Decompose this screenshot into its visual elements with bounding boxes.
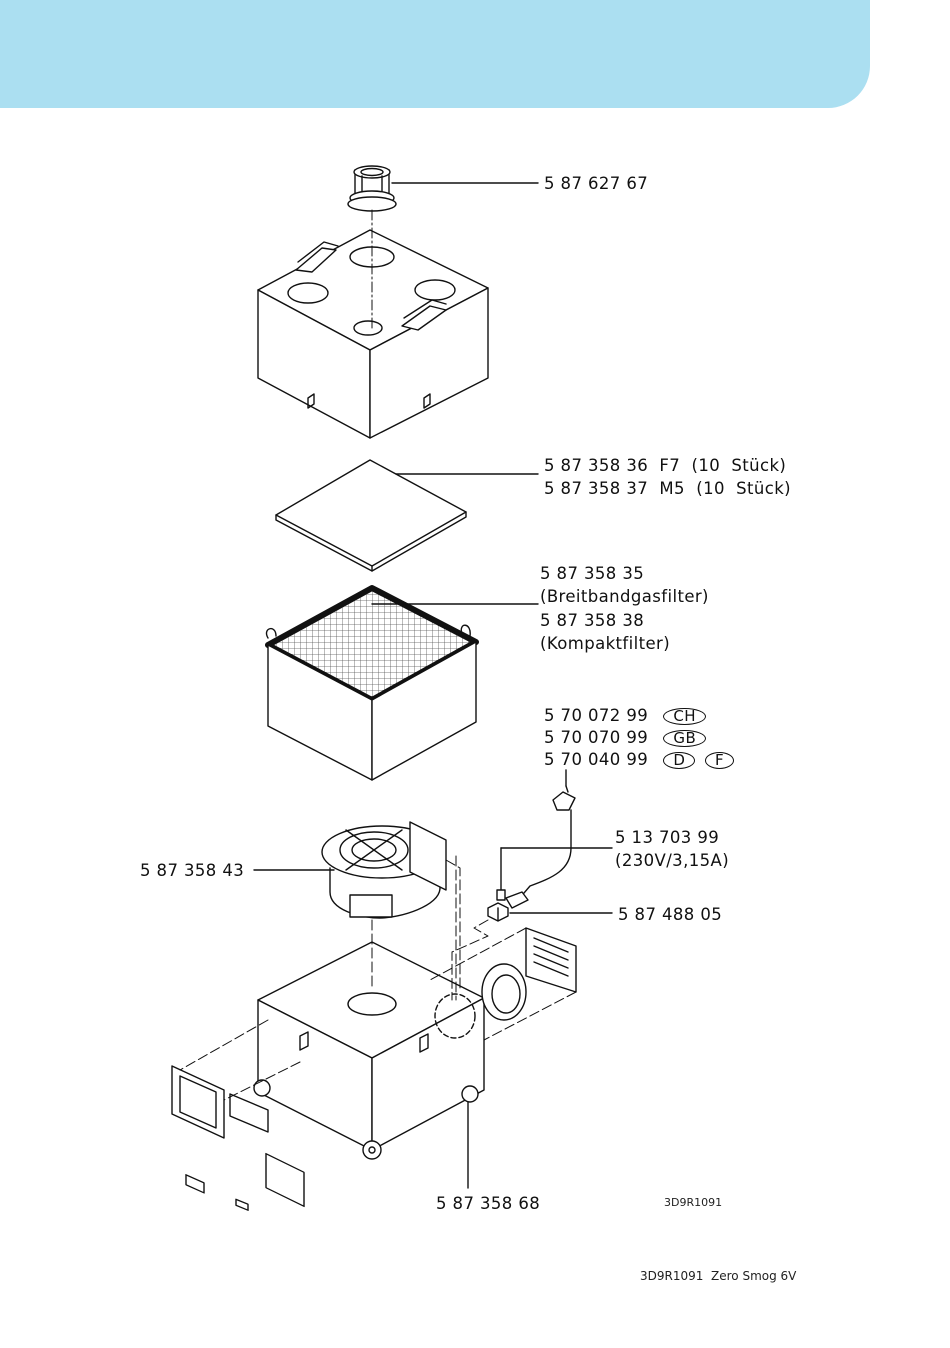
label-broadband-filter-no: 5 87 358 35: [540, 562, 644, 585]
grille-part: [526, 928, 576, 992]
nozzle-part: [348, 166, 396, 211]
label-broadband-filter-name: (Breitbandgasfilter): [540, 585, 709, 608]
label-cable-d-f: 5 70 040 99 D F: [544, 748, 734, 771]
display-panel-part: [230, 1094, 268, 1210]
label-switch: 5 87 488 05: [618, 903, 722, 926]
switch-part: [488, 903, 508, 921]
top-housing-part: [258, 230, 488, 438]
label-castor: 5 87 358 68: [436, 1192, 540, 1215]
country-badge-f: F: [705, 752, 734, 769]
label-fuse-no: 5 13 703 99: [615, 826, 719, 849]
label-nozzle: 5 87 627 67: [544, 172, 648, 195]
label-filter-mat-f7: 5 87 358 36 F7 (10 Stück): [544, 454, 786, 477]
filter-cartridge-part: [267, 588, 476, 780]
country-badge-gb: GB: [663, 730, 706, 747]
footer-caption: 3D9R1091 Zero Smog 6V: [640, 1269, 796, 1283]
label-fan: 5 87 358 43: [140, 859, 244, 882]
ring-part: [482, 964, 526, 1020]
filter-mat-part: [276, 460, 466, 571]
label-fuse-spec: (230V/3,15A): [615, 849, 729, 872]
fan-part: [322, 822, 446, 918]
label-filter-mat-m5: 5 87 358 37 M5 (10 Stück): [544, 477, 791, 500]
label-cable-gb: 5 70 070 99 GB: [544, 726, 706, 749]
country-badge-d: D: [663, 752, 695, 769]
label-cable-ch: 5 70 072 99 CH: [544, 704, 706, 727]
power-cable-part: [497, 786, 575, 908]
label-compact-filter-no: 5 87 358 38: [540, 609, 644, 632]
control-panel-part: [172, 1066, 224, 1193]
label-compact-filter-name: (Kompaktfilter): [540, 632, 670, 655]
country-badge-ch: CH: [663, 708, 706, 725]
base-housing-part: [254, 942, 484, 1206]
drawing-code: 3D9R1091: [664, 1196, 722, 1209]
